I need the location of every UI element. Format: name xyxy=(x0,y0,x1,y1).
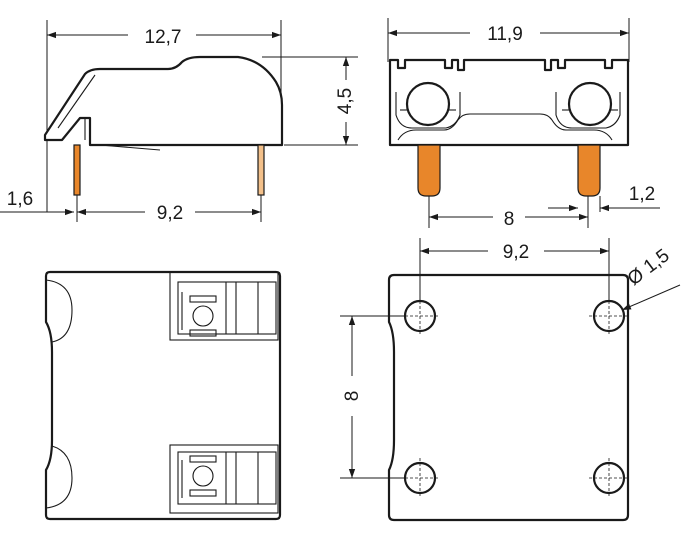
dim-front-pin-width: 1,2 xyxy=(629,184,655,205)
bottom-view xyxy=(44,270,282,521)
dim-side-length: 12,7 xyxy=(145,27,182,48)
dim-footprint-pin-spacing-x: 9,2 xyxy=(503,242,529,263)
dim-side-height: 4,5 xyxy=(335,88,356,114)
dim-side-pin-spacing: 9,2 xyxy=(157,203,183,224)
dim-footprint-hole-diameter: Ø 1,5 xyxy=(624,245,674,290)
dim-footprint-pin-spacing-y: 8 xyxy=(342,391,363,402)
footprint-view xyxy=(340,238,681,522)
front-view xyxy=(387,18,660,228)
side-view xyxy=(0,20,358,222)
dim-front-pin-spacing: 8 xyxy=(504,209,515,230)
dim-front-width: 11,9 xyxy=(487,24,523,45)
dim-side-pin-offset: 1,6 xyxy=(7,189,33,210)
